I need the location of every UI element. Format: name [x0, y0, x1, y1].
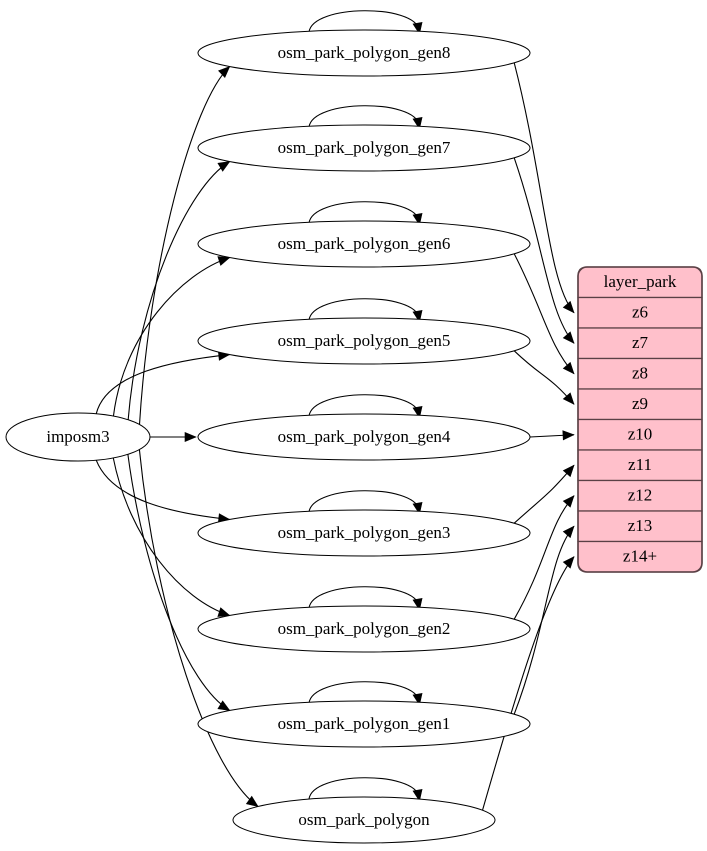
node-ellipse-gen4[interactable] — [197, 413, 531, 461]
node-label-gen2: osm_park_polygon_gen2 — [278, 619, 451, 638]
edge-gen3-to-z11 — [513, 464, 575, 524]
node-label-base: osm_park_polygon — [298, 810, 430, 829]
edge-imposm3-to-base — [138, 449, 259, 807]
table-row-label-z11: z11 — [628, 455, 652, 474]
node-gen8[interactable]: osm_park_polygon_gen8 — [197, 29, 531, 77]
self-loop-gen2 — [308, 586, 420, 609]
edge-arrow-base-to-z14+ — [562, 556, 575, 569]
node-gen6[interactable]: osm_park_polygon_gen6 — [197, 220, 531, 268]
node-label-gen5: osm_park_polygon_gen5 — [278, 331, 451, 350]
edge-gen8-to-z6 — [513, 62, 575, 314]
edge-gen2-to-z12 — [513, 495, 575, 620]
node-base[interactable]: osm_park_polygon — [232, 796, 496, 844]
table-row-label-z6: z6 — [632, 303, 648, 322]
edge-arrow-imposm3-to-gen6 — [217, 256, 231, 266]
node-ellipse-gen6[interactable] — [197, 220, 531, 268]
edge-arrow-gen4-to-z10 — [562, 430, 575, 441]
table-row-label-z9: z9 — [632, 394, 648, 413]
source-node-group: imposm3 — [5, 412, 151, 462]
table-header-label: layer_park — [604, 272, 677, 291]
node-gen3[interactable]: osm_park_polygon_gen3 — [197, 509, 531, 557]
edge-base-to-z14+ — [482, 556, 575, 811]
node-gen7[interactable]: osm_park_polygon_gen7 — [197, 124, 531, 172]
edge-gen1-to-z13 — [513, 525, 575, 715]
table-row-label-z12: z12 — [628, 486, 653, 505]
edge-arrow-gen1-to-z13 — [562, 525, 575, 539]
node-gen4[interactable]: osm_park_polygon_gen4 — [197, 413, 531, 461]
node-gen5[interactable]: osm_park_polygon_gen5 — [197, 317, 531, 365]
edge-arrow-gen3-to-z11 — [562, 464, 575, 478]
node-label-gen7: osm_park_polygon_gen7 — [278, 138, 451, 157]
edge-imposm3-to-gen2 — [112, 457, 230, 617]
edge-imposm3-to-gen8 — [138, 66, 231, 425]
edge-arrow-gen8-to-z6 — [562, 300, 575, 314]
self-loop-gen7 — [308, 105, 420, 128]
self-loop-gen3 — [308, 490, 420, 513]
polygon-nodes: osm_park_polygon_gen8 osm_park_polygon_ge… — [197, 29, 531, 844]
edge-arrow-imposm3-to-gen2 — [217, 607, 231, 617]
node-ellipse-gen7[interactable] — [197, 124, 531, 172]
edge-arrow-gen6-to-z8 — [562, 361, 575, 375]
edge-arrow-imposm3-to-gen1 — [217, 700, 231, 711]
self-loop-gen4 — [308, 394, 420, 417]
node-label-gen3: osm_park_polygon_gen3 — [278, 523, 451, 542]
node-ellipse-imposm3[interactable] — [5, 412, 151, 462]
edge-arrow-imposm3-to-base — [245, 795, 259, 807]
edge-imposm3-to-gen7 — [127, 161, 230, 420]
self-loop-edges — [308, 10, 423, 802]
node-imposm3[interactable]: imposm3 — [5, 412, 151, 462]
edge-gen7-to-z7 — [513, 157, 575, 344]
self-loop-gen5 — [308, 298, 420, 321]
edge-imposm3-to-gen1 — [127, 454, 230, 711]
edge-gen5-to-z9 — [513, 350, 575, 405]
edge-imposm3-to-gen5 — [95, 353, 230, 414]
self-loop-gen1 — [308, 681, 420, 704]
node-ellipse-gen3[interactable] — [197, 509, 531, 557]
edge-arrow-imposm3-to-gen8 — [218, 65, 231, 78]
node-ellipse-base[interactable] — [232, 796, 496, 844]
table-row-label-z13: z13 — [628, 516, 653, 535]
node-gen2[interactable]: osm_park_polygon_gen2 — [197, 605, 531, 653]
edge-gen6-to-z8 — [513, 253, 575, 375]
table-outline — [577, 266, 703, 573]
layer-park-table: layer_park z6 z7 z8 z9 z10 z11 z12 z13 z14+ — [577, 266, 703, 573]
table-row-label-z14+: z14+ — [623, 547, 657, 566]
edges-from-imposm3 — [95, 65, 259, 807]
self-loop-arrow-base — [412, 788, 423, 802]
node-label-gen6: osm_park_polygon_gen6 — [278, 234, 451, 253]
node-ellipse-gen8[interactable] — [197, 29, 531, 77]
edge-imposm3-to-gen6 — [112, 256, 230, 417]
edge-arrow-gen2-to-z12 — [562, 495, 575, 508]
node-label-gen1: osm_park_polygon_gen1 — [278, 714, 451, 733]
edge-arrow-gen7-to-z7 — [562, 331, 575, 344]
node-ellipse-gen1[interactable] — [197, 700, 531, 748]
node-label-gen4: osm_park_polygon_gen4 — [278, 427, 451, 446]
node-ellipse-gen2[interactable] — [197, 605, 531, 653]
node-ellipse-gen5[interactable] — [197, 317, 531, 365]
node-label-gen8: osm_park_polygon_gen8 — [278, 43, 451, 62]
node-label-imposm3: imposm3 — [46, 427, 109, 446]
edge-arrow-imposm3-to-gen4 — [184, 431, 197, 443]
self-loop-gen8 — [308, 10, 420, 33]
self-loop-gen6 — [308, 201, 420, 224]
table-row-label-z10: z10 — [628, 425, 653, 444]
node-gen1[interactable]: osm_park_polygon_gen1 — [197, 700, 531, 748]
edge-arrow-gen5-to-z9 — [562, 392, 575, 405]
edge-arrow-imposm3-to-gen7 — [217, 161, 231, 172]
self-loop-base — [308, 777, 420, 800]
table-row-label-z7: z7 — [632, 333, 649, 352]
edge-imposm3-to-gen3 — [95, 460, 230, 521]
edges-to-layer-park — [482, 62, 575, 811]
table-row-label-z8: z8 — [632, 364, 648, 383]
